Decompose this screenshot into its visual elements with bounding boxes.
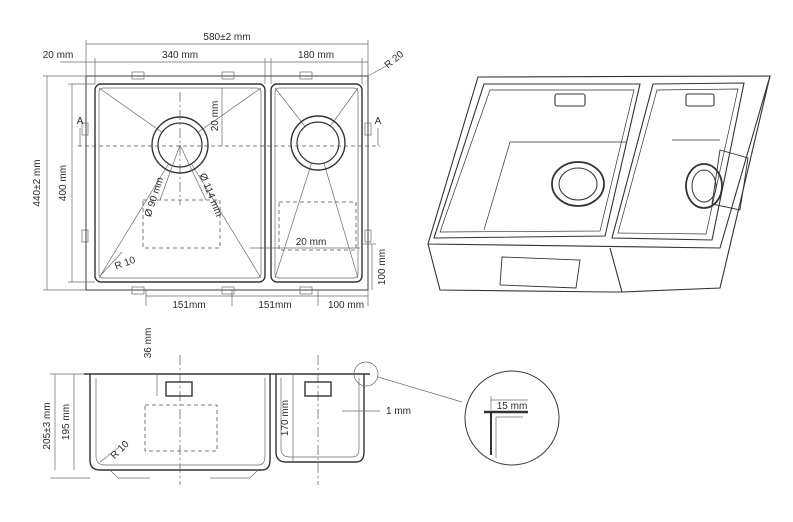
right-edge-depth-dim: 100 mm bbox=[377, 249, 388, 285]
isometric-view bbox=[427, 75, 771, 293]
overall-width-dim: 580±2 mm bbox=[203, 32, 250, 43]
bottom-dim-1: 151mm bbox=[172, 300, 205, 311]
overflow-left bbox=[165, 381, 193, 397]
bottom-dim-3: 100 mm bbox=[328, 300, 364, 311]
divider-offset-dim: 20 mm bbox=[296, 237, 327, 248]
left-bowl-width-dim: 340 mm bbox=[162, 50, 198, 61]
right-bowl bbox=[270, 83, 363, 283]
wall-thickness-dim: 1 mm bbox=[386, 406, 411, 417]
section-inner-radius-label: R 10 bbox=[109, 439, 132, 462]
left-bowl-height-dim: 195 mm bbox=[61, 404, 72, 440]
bottom-dim-2: 151mm bbox=[258, 300, 291, 311]
section-view: 36 mm 205±3 mm 195 mm 170 mm 1 mm R 10 bbox=[42, 328, 463, 485]
top-view: 580±2 mm 20 mm 340 mm 180 mm R 20 A A 44… bbox=[32, 32, 406, 311]
right-bowl-width-dim: 180 mm bbox=[298, 50, 334, 61]
right-drain-outer bbox=[290, 115, 346, 171]
overflow-height-dim: 36 mm bbox=[143, 328, 154, 359]
left-bowl bbox=[94, 83, 266, 283]
total-height-dim: 205±3 mm bbox=[42, 402, 53, 449]
overall-depth-dim: 440±2 mm bbox=[32, 159, 43, 206]
corner-outer-radius-label: R 20 bbox=[383, 49, 407, 71]
rim-width-dim: 15 mm bbox=[497, 401, 528, 412]
overflow-right bbox=[304, 381, 332, 397]
bowl-depth-dim: 400 mm bbox=[58, 165, 69, 201]
right-bowl-height-dim: 170 mm bbox=[280, 400, 291, 436]
edge-left-dim: 20 mm bbox=[43, 50, 74, 61]
drain-inner-diameter-label: Ø 90 mm bbox=[143, 176, 166, 219]
section-mark-left: A bbox=[77, 116, 84, 127]
drain-outer-diameter-label: Ø 114 mm bbox=[197, 172, 224, 219]
sink-outline bbox=[85, 75, 369, 291]
drain-offset-dim: 20 mm bbox=[210, 101, 221, 132]
section-mark-right: A bbox=[375, 116, 382, 127]
detail-view: 15 mm bbox=[464, 370, 560, 466]
